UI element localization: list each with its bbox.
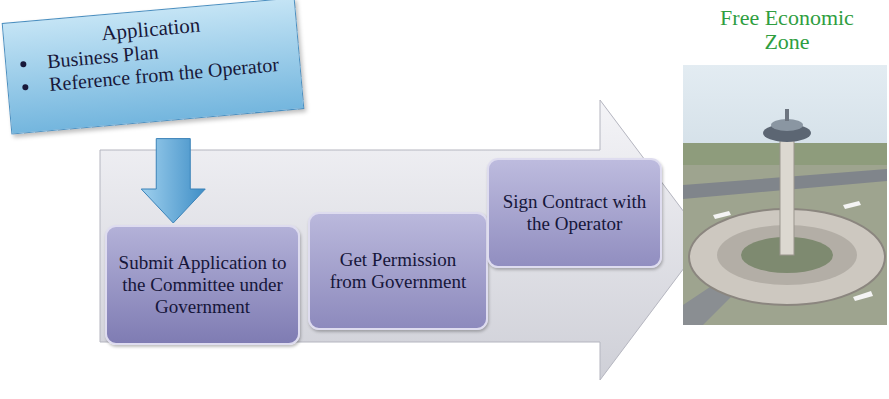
photo-plane [843,201,861,209]
node-label: Sign Contract with the Operator [499,191,650,235]
node-label: Get Permission from Government [320,249,476,293]
photo-plane [853,291,873,301]
block-arrow [141,139,205,223]
zone-heading: Free Economic Zone [702,4,872,60]
application-box: ApplicationBusiness PlanReference from t… [2,0,305,135]
process-box: Submit Application to the Committee unde… [105,225,300,345]
photo-sky [683,65,887,325]
airport-photo [683,65,887,325]
process-chevron [100,100,705,380]
process-box: Get Permission from Government [308,212,488,330]
photo-plane [713,211,731,219]
photo-tower-shaft [780,137,794,255]
node-label: Free Economic Zone [704,6,870,54]
process-box: Sign Contract with the Operator [487,158,662,268]
photo-antenna [785,109,789,121]
node-label: Submit Application to the Committee unde… [117,252,288,318]
